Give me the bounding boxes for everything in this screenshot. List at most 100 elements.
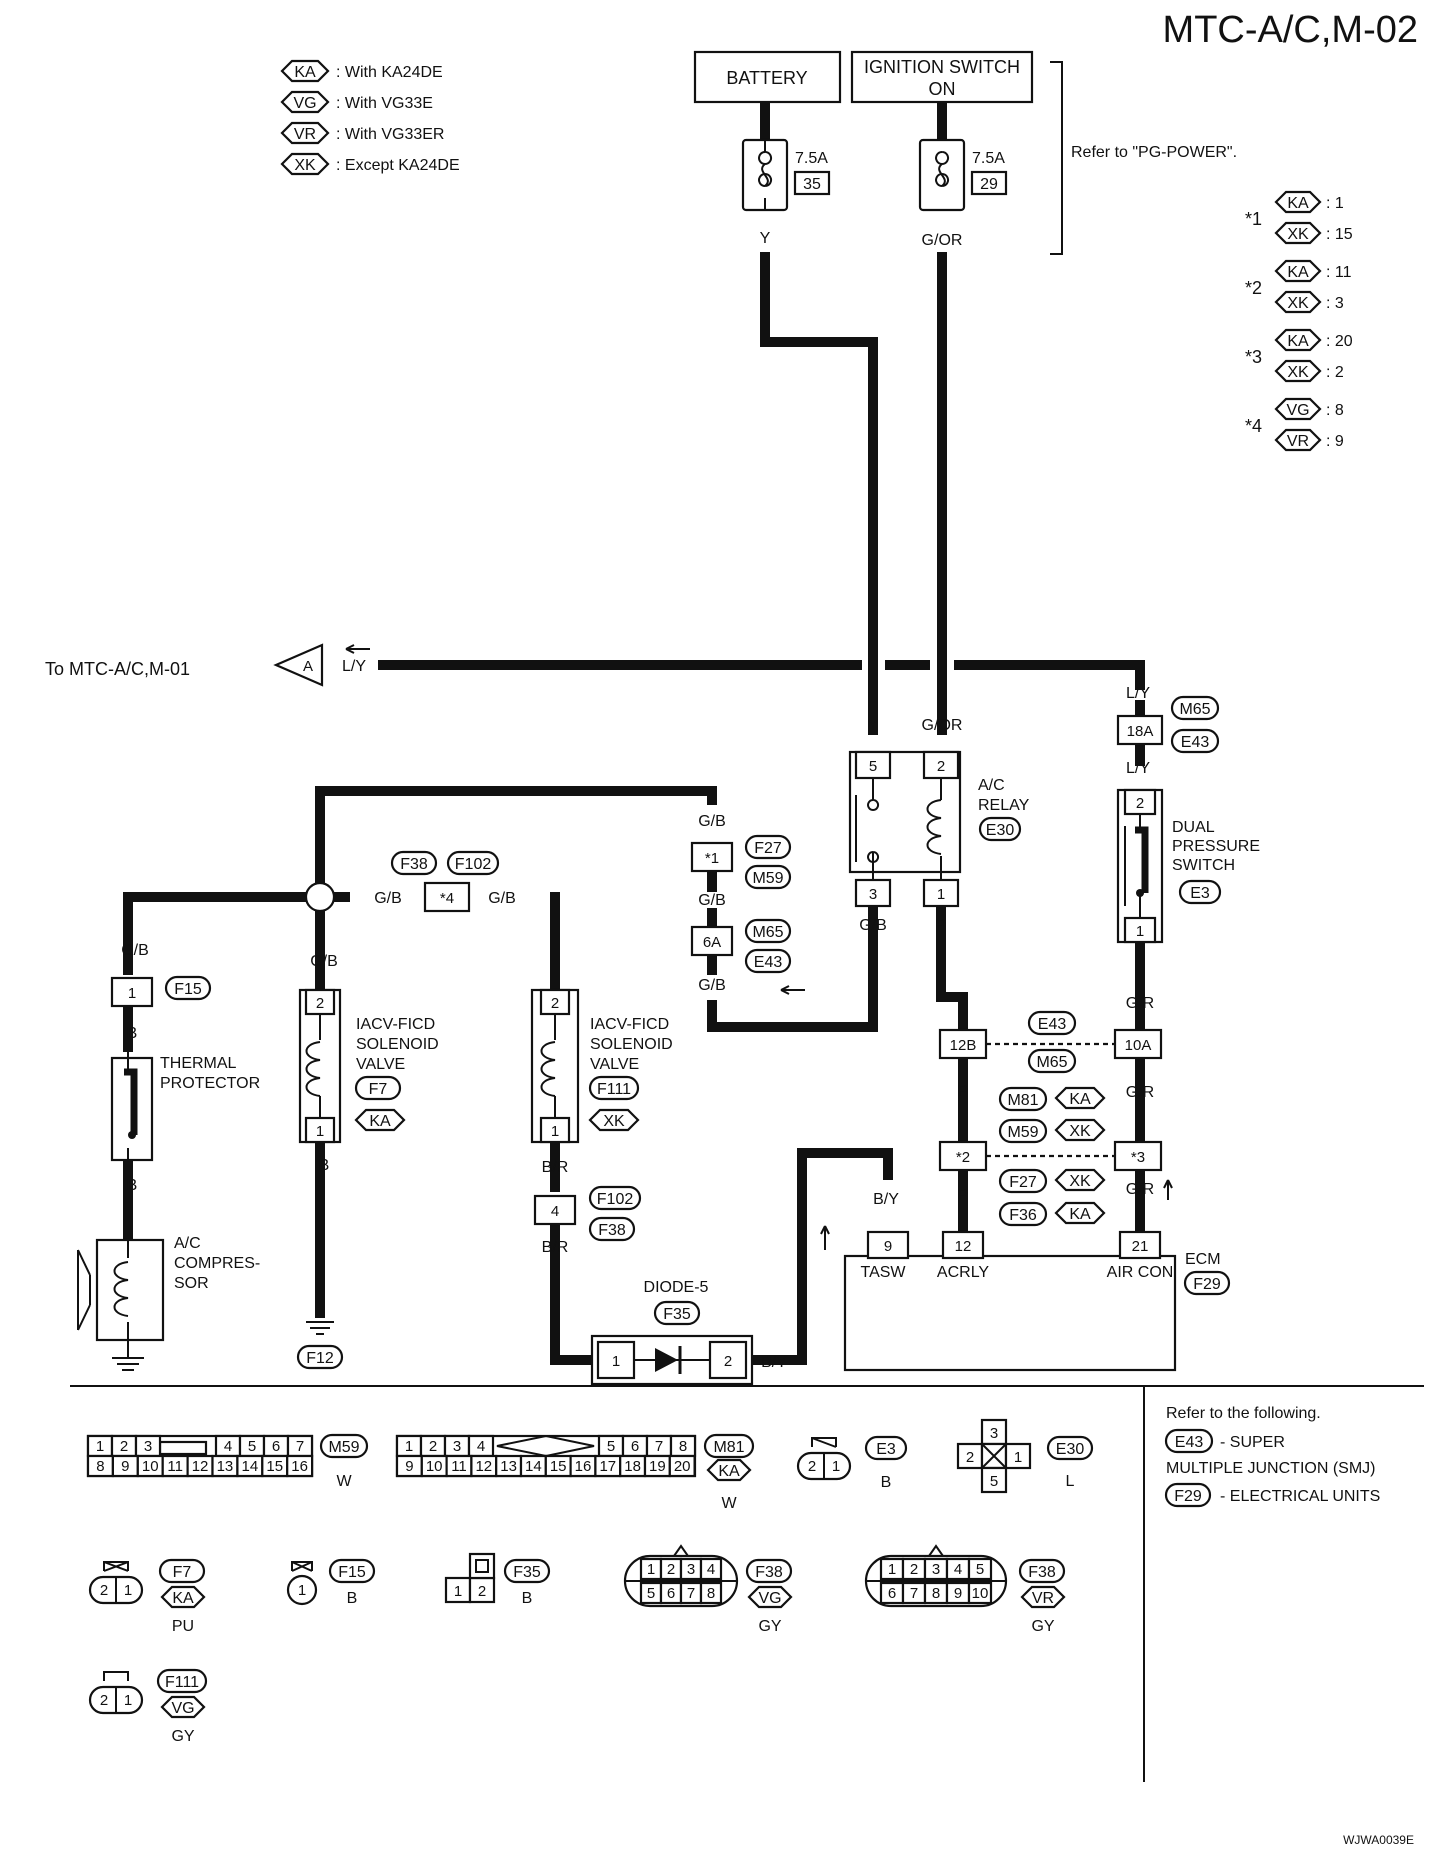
connector-pin-label: 2 (910, 1561, 918, 1578)
svg-text:: With VG33ER: : With VG33ER (336, 126, 444, 143)
svg-text:E3: E3 (1190, 885, 1210, 902)
svg-text:F102: F102 (455, 856, 492, 873)
svg-text:4: 4 (551, 1203, 559, 1220)
connector-pin-label: 15 (266, 1458, 283, 1475)
svg-text:P: P (958, 1083, 969, 1100)
legend-item-vg: VG : With VG33E (280, 90, 433, 114)
connector-a-to-m01: To MTC-A/C,M-01 A L/Y (45, 643, 370, 687)
connector-pin-label: 11 (451, 1458, 467, 1475)
svg-text:2: 2 (100, 1582, 108, 1599)
svg-text:*1: *1 (1245, 209, 1262, 229)
svg-text:Y: Y (868, 717, 879, 734)
svg-text:- SUPER: - SUPER (1220, 1434, 1285, 1451)
svg-text:BATTERY: BATTERY (726, 68, 807, 88)
svg-text:- ELECTRICAL UNITS: - ELECTRICAL UNITS (1220, 1488, 1380, 1505)
note-2: *2 KA : 11 XK : 3 (1245, 259, 1352, 314)
svg-text:*4: *4 (1245, 416, 1262, 436)
svg-text:KA: KA (1069, 1091, 1091, 1108)
connector-pin-label: 13 (500, 1458, 517, 1475)
svg-text:F29: F29 (1193, 1276, 1221, 1293)
connector-pin-label: 3 (453, 1438, 461, 1455)
svg-text:DIODE-5: DIODE-5 (644, 1279, 709, 1296)
svg-text:F15: F15 (174, 981, 202, 998)
svg-text:G/R: G/R (1126, 995, 1154, 1012)
connector-pin-label: 9 (121, 1458, 129, 1475)
connector-pin-cell (699, 1581, 723, 1605)
wire-br (550, 1142, 592, 1365)
note-1: *1 KA : 1 XK : 15 (1245, 190, 1353, 245)
svg-text:2: 2 (1136, 795, 1144, 812)
svg-text:G/B: G/B (121, 942, 149, 959)
svg-text:GY: GY (171, 1728, 194, 1745)
wire-by-diode (752, 1148, 893, 1365)
svg-text:KA: KA (1069, 1206, 1091, 1223)
svg-text:XK: XK (294, 157, 316, 174)
svg-text:2: 2 (808, 1458, 816, 1475)
connector-pin-label: 9 (405, 1458, 413, 1475)
connector-pin-label: 7 (910, 1585, 918, 1602)
junction-dot (304, 881, 336, 913)
svg-text:M81: M81 (1007, 1092, 1038, 1109)
svg-text:F27: F27 (1009, 1174, 1037, 1191)
connector-6a: 6A M65 E43 G/B (690, 918, 792, 994)
svg-text:XK: XK (1287, 295, 1309, 312)
svg-text:3: 3 (990, 1425, 998, 1442)
svg-text:B/Y: B/Y (761, 1354, 787, 1371)
connector-pin-label: 2 (667, 1561, 675, 1578)
svg-text:21: 21 (1132, 1238, 1149, 1255)
svg-text:: 1: : 1 (1326, 195, 1344, 212)
wire-gb-horiz (123, 892, 560, 990)
wire-y (760, 252, 878, 735)
svg-text:PU: PU (172, 1618, 194, 1635)
svg-text:1: 1 (298, 1582, 306, 1599)
svg-text:1: 1 (124, 1692, 132, 1709)
svg-text:P: P (936, 917, 947, 934)
svg-text:A/C: A/C (978, 777, 1005, 794)
svg-text:12B: 12B (950, 1037, 977, 1054)
svg-text:G/B: G/B (310, 953, 338, 970)
wire-p (936, 906, 968, 1030)
wire-ly (378, 660, 1145, 690)
svg-text:E3: E3 (876, 1441, 896, 1458)
svg-text:*1: *1 (705, 850, 719, 867)
legend: KA : With KA24DE VG : With VG33E VR : Wi… (280, 59, 460, 176)
refer-power-text: Refer to "PG-POWER". (1071, 144, 1237, 161)
svg-text:G/B: G/B (698, 977, 726, 994)
legend-item-xk: XK : Except KA24DE (280, 152, 460, 176)
svg-text:F111: F111 (165, 1674, 199, 1691)
svg-text:2: 2 (478, 1583, 486, 1600)
svg-text:: With VG33E: : With VG33E (336, 95, 433, 112)
thermal-protector: THERMAL PROTECTOR (110, 1052, 260, 1162)
svg-text:B: B (522, 1590, 533, 1607)
svg-text:2: 2 (966, 1449, 974, 1466)
svg-text:7.5A: 7.5A (972, 150, 1005, 167)
svg-text:2: 2 (724, 1353, 732, 1370)
svg-text:29: 29 (980, 176, 998, 193)
connector-pin-label: 8 (707, 1585, 715, 1602)
svg-text:G/B: G/B (374, 890, 402, 907)
connector-f38-f102: F38 F102 *4 (390, 850, 500, 913)
svg-text:G/R: G/R (1126, 1084, 1154, 1101)
svg-text:VG: VG (758, 1590, 781, 1607)
svg-text:2: 2 (316, 995, 324, 1012)
svg-text:IACV-FICD: IACV-FICD (590, 1016, 669, 1033)
svg-text:: 15: : 15 (1326, 226, 1353, 243)
svg-text:RELAY: RELAY (978, 797, 1030, 814)
svg-text:KA: KA (369, 1113, 391, 1130)
svg-text:F35: F35 (663, 1306, 691, 1323)
connector-pin-label: 4 (707, 1561, 715, 1578)
current-arrow (780, 985, 805, 995)
svg-text:G/B: G/B (698, 813, 726, 830)
svg-text:VALVE: VALVE (356, 1056, 405, 1073)
note-4: *4 VG : 8 VR : 9 (1245, 397, 1344, 452)
fuse-35: 7.5A 35 Y (741, 102, 831, 247)
connector-pin-label: 19 (649, 1458, 666, 1475)
svg-text:9: 9 (884, 1238, 892, 1255)
connector-view-f7: 2 1 F7 KA PU (88, 1558, 206, 1635)
power-bracket (1050, 61, 1063, 255)
svg-text:XK: XK (1069, 1173, 1091, 1190)
connector-pin-label: 6 (667, 1585, 675, 1602)
ac-relay: Y G/OR 5 2 3 1 A/C RELAY E30 (848, 717, 1030, 908)
svg-text:Y: Y (760, 230, 771, 247)
